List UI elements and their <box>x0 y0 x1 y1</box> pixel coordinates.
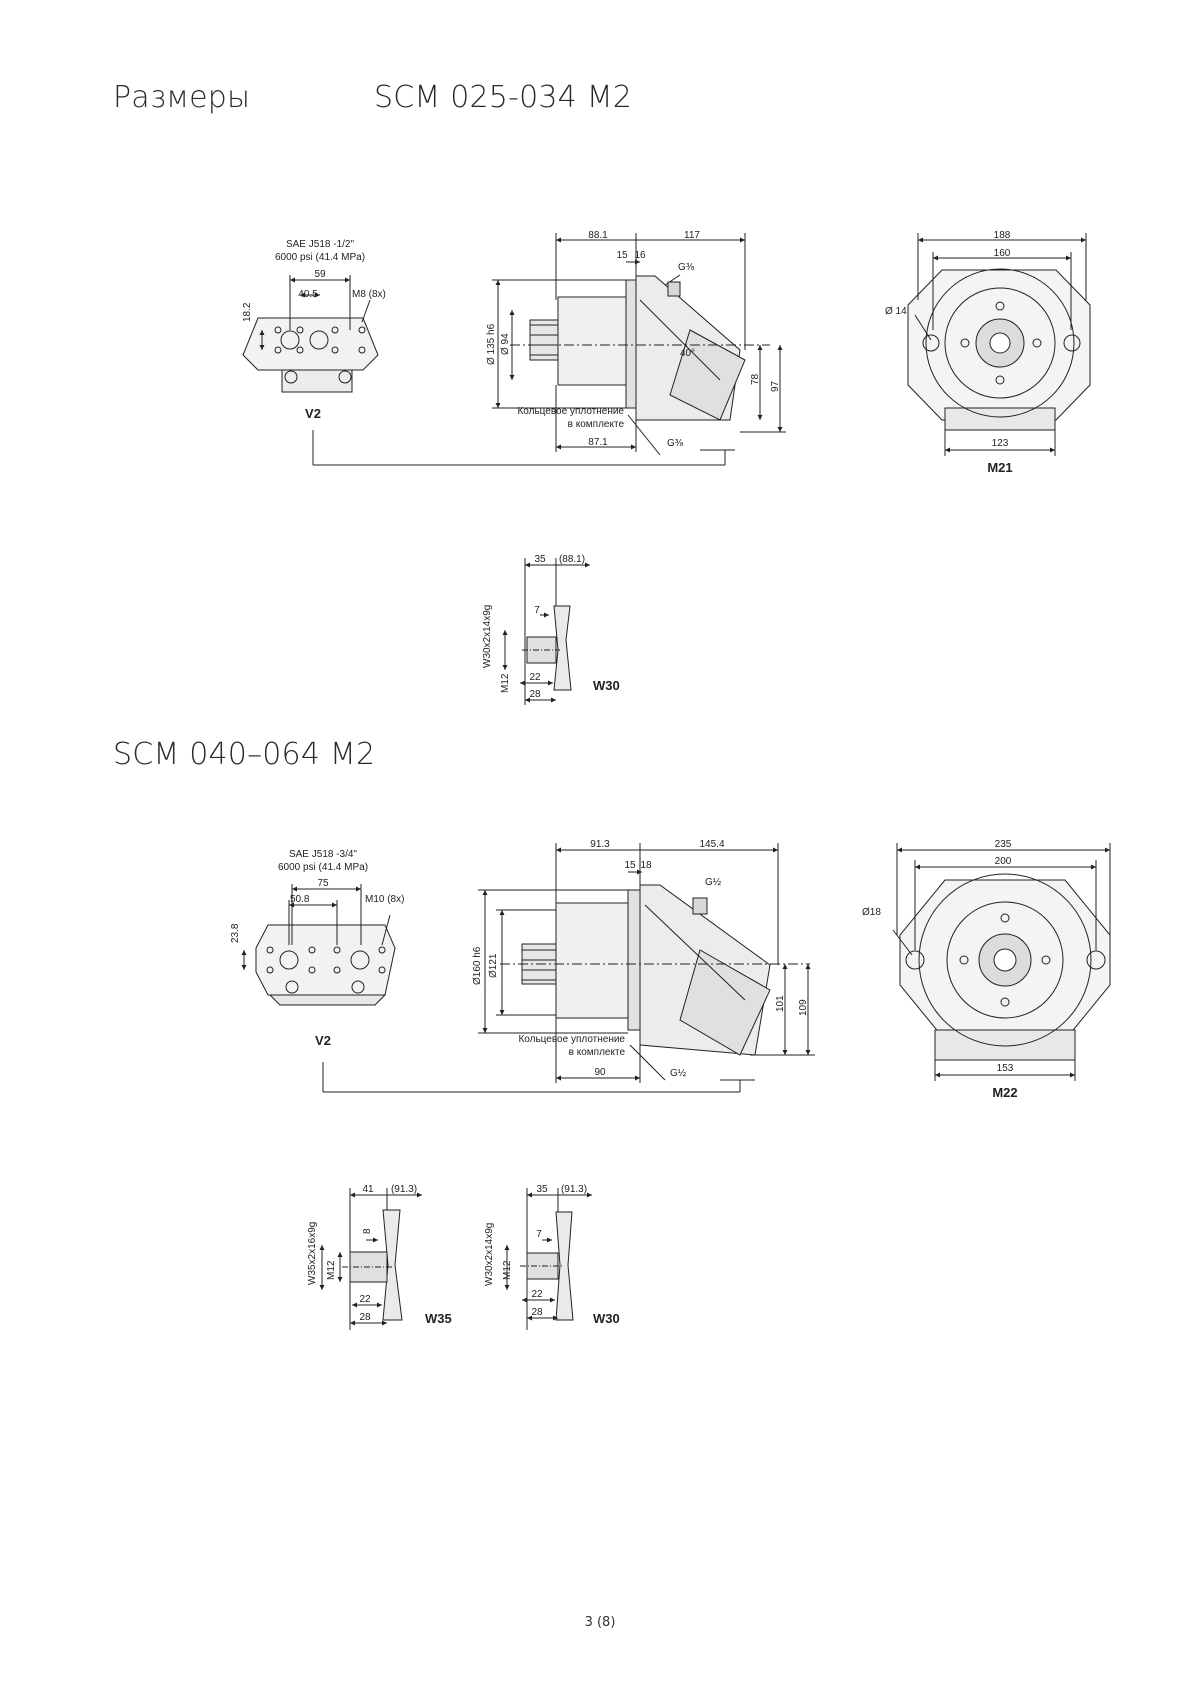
s1-dim-88-1: 88.1 <box>588 230 608 241</box>
s1-w30-shaft-drawing <box>502 558 590 705</box>
s1-dim-94: Ø 94 <box>500 333 511 355</box>
s2-psi-label: 6000 psi (41.4 MPa) <box>278 862 368 873</box>
s1-dim-123: 123 <box>992 438 1009 449</box>
s1-oring-line2: в комплекте <box>568 419 625 430</box>
s1-w30-dim-22: 22 <box>529 672 541 683</box>
s2-dim-90: 90 <box>594 1067 606 1078</box>
s2-w35-dim-28: 28 <box>359 1312 371 1323</box>
s2-dim-121: Ø121 <box>488 953 499 978</box>
s2-dim-160: Ø160 h6 <box>472 946 483 985</box>
s1-front-view-drawing <box>907 233 1091 456</box>
s1-angle-40: 40° <box>680 348 695 359</box>
s1-sae-label: SAE J518 -1/2" <box>286 239 354 250</box>
s1-w30-m12: M12 <box>500 673 511 693</box>
s1-dim-160: 160 <box>994 248 1011 259</box>
s1-dim-78: 78 <box>750 373 761 385</box>
s1-m21-code: M21 <box>987 460 1012 475</box>
s1-w30-dim-35: 35 <box>534 554 546 565</box>
s1-w30-dim-7: 7 <box>534 605 540 616</box>
s2-w30-m12: M12 <box>502 1260 513 1280</box>
s1-dim-117: 117 <box>684 230 700 241</box>
s2-side-view-drawing <box>478 843 815 1083</box>
s2-w35-dim-41: 41 <box>362 1184 374 1195</box>
s2-w30-spline: W30x2x14x9g <box>484 1223 495 1286</box>
s2-dim-15: 15 <box>624 860 636 871</box>
s1-dim-188: 188 <box>994 230 1011 241</box>
s2-w30-dim-35: 35 <box>536 1184 548 1195</box>
s2-w30-dim-28: 28 <box>531 1307 543 1318</box>
s2-dim-153: 153 <box>997 1063 1014 1074</box>
s1-w30-dim-88-1: (88.1) <box>559 554 585 565</box>
s2-sae-label: SAE J518 -3/4" <box>289 849 357 860</box>
s2-w30-dim-22: 22 <box>531 1289 543 1300</box>
s2-oring-line1: Кольцевое уплотнение <box>518 1034 625 1045</box>
s2-dim-18: 18 <box>640 860 652 871</box>
s1-dim-18-2: 18.2 <box>242 302 253 322</box>
s1-dim-87-1: 87.1 <box>588 437 608 448</box>
s1-v2-flange-drawing <box>242 275 735 466</box>
s2-w30-code: W30 <box>593 1311 620 1326</box>
s1-v2-code: V2 <box>305 406 321 421</box>
s2-m22-code: M22 <box>992 1085 1017 1100</box>
s2-v2-code: V2 <box>315 1033 331 1048</box>
s2-m10-label: M10 (8x) <box>365 894 404 905</box>
s2-dim-23-8: 23.8 <box>230 923 241 943</box>
s1-dim-15: 15 <box>616 250 628 261</box>
s2-oring-line2: в комплекте <box>569 1047 626 1058</box>
s2-w35-m12: M12 <box>326 1260 337 1280</box>
s2-port-g12: G½ <box>705 877 722 888</box>
s2-dim-101: 101 <box>775 995 786 1012</box>
s2-dim-75: 75 <box>317 878 329 889</box>
s2-v2-flange-drawing <box>241 884 755 1093</box>
series1-title: SCM 025-034 M2 <box>374 80 633 115</box>
s2-front-view-drawing <box>892 843 1111 1081</box>
section-title: Размеры <box>113 80 251 115</box>
series2-title: SCM 040–064 M2 <box>113 737 376 772</box>
s1-oring-line1: Кольцевое уплотнение <box>517 406 624 417</box>
page-number: 3 (8) <box>584 1615 616 1630</box>
s2-dim-235: 235 <box>995 839 1012 850</box>
s2-dim-200: 200 <box>995 856 1012 867</box>
s2-w35-code: W35 <box>425 1311 452 1326</box>
s1-port-g38: G⅜ <box>678 262 695 273</box>
s1-dim-59: 59 <box>314 269 326 280</box>
s2-dim-50-8: 50.8 <box>290 894 310 905</box>
s1-dim-16: 16 <box>634 250 646 261</box>
s1-dim-135: Ø 135 h6 <box>486 323 497 365</box>
s2-dim-109: 109 <box>798 999 809 1016</box>
s1-dim-97: 97 <box>770 380 781 392</box>
s2-dim-91-3: 91.3 <box>590 839 610 850</box>
s2-w35-shaft-drawing <box>319 1188 422 1330</box>
s1-w30-spline: W30x2x14x9g <box>482 605 493 668</box>
s2-w30-dim-91-3: (91.3) <box>561 1184 587 1195</box>
s2-dim-d18: Ø18 <box>862 907 881 918</box>
s1-side-view-drawing <box>492 233 786 456</box>
s1-w30-code: W30 <box>593 678 620 693</box>
s1-dim-40-5: 40.5 <box>298 289 318 300</box>
s2-w35-spline: W35x2x16x9g <box>307 1222 318 1285</box>
s2-w35-dim-91-3: (91.3) <box>391 1184 417 1195</box>
s2-w30-dim-7: 7 <box>536 1229 542 1240</box>
s2-w35-dim-8: 8 <box>362 1228 373 1234</box>
s1-m8-label: M8 (8x) <box>352 289 386 300</box>
s1-port-g38b: G⅜ <box>667 438 684 449</box>
s1-w30-dim-28: 28 <box>529 689 541 700</box>
s2-dim-145-4: 145.4 <box>699 839 724 850</box>
s2-port-g12b: G½ <box>670 1068 687 1079</box>
s2-w35-dim-22: 22 <box>359 1294 371 1305</box>
s1-dim-d14: Ø 14 <box>885 306 907 317</box>
s2-w30-shaft-drawing <box>504 1188 592 1330</box>
s1-psi-label: 6000 psi (41.4 MPa) <box>275 252 365 263</box>
